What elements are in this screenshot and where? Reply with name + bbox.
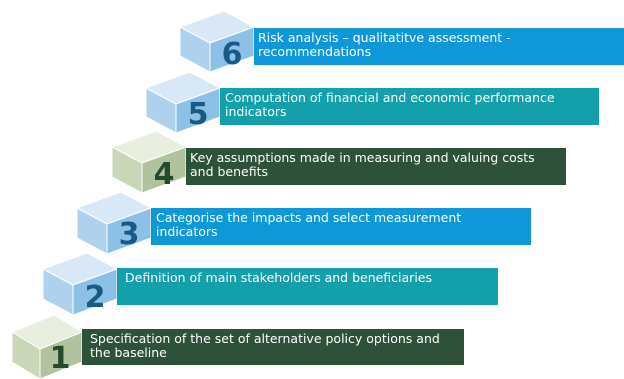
step-number-2: 2 [84,280,106,315]
step-label-1: Specification of the set of alternative … [82,329,464,365]
cube-left-face [11,331,41,379]
step-number-5: 5 [187,97,209,132]
cube-3 [75,191,153,255]
step-label-2: Definition of main stakeholders and bene… [117,268,498,305]
step-number-1: 1 [49,341,71,376]
step-number-6: 6 [221,37,243,72]
step-label-3: Categorise the impacts and select measur… [151,208,531,245]
cube-4 [110,130,188,194]
step-number-3: 3 [118,217,140,252]
step-label-5: Computation of financial and economic pe… [220,88,599,125]
cube-6 [178,10,256,73]
step-number-4: 4 [153,157,175,192]
step-label-4: Key assumptions made in measuring and va… [186,148,566,185]
step-label-6: Risk analysis – qualitatitve assessment … [254,28,624,65]
